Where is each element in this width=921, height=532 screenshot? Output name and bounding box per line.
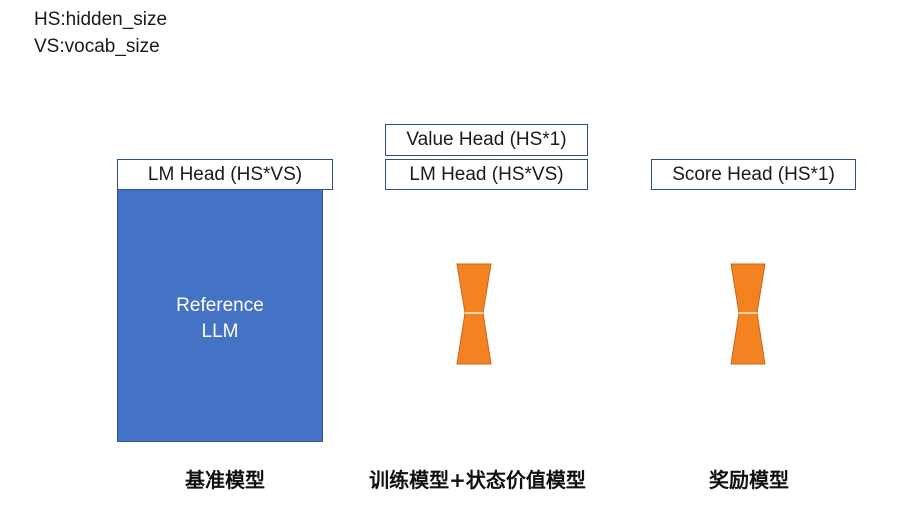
reference-llm-label-line1: Reference (176, 295, 264, 316)
score-head-box: Score Head (HS*1) (651, 159, 856, 190)
training-lm-head-box: LM Head (HS*VS) (385, 159, 588, 190)
training-model-hourglass-icon (456, 263, 492, 365)
training-model-caption: 训练模型+状态价值模型 (369, 468, 586, 492)
reference-llm-label-line2: LLM (201, 321, 239, 342)
reward-model-hourglass-icon (730, 263, 766, 365)
reference-lm-head-box: LM Head (HS*VS) (117, 159, 333, 190)
reward-model-caption: 奖励模型 (709, 468, 789, 492)
legend-hidden-size: HS:hidden_size (34, 9, 168, 30)
value-head-box: Value Head (HS*1) (385, 124, 588, 156)
reference-model-caption: 基准模型 (185, 468, 265, 492)
legend-vocab-size: VS:vocab_size (34, 36, 160, 57)
reference-llm-block: Reference LLM (117, 189, 323, 442)
